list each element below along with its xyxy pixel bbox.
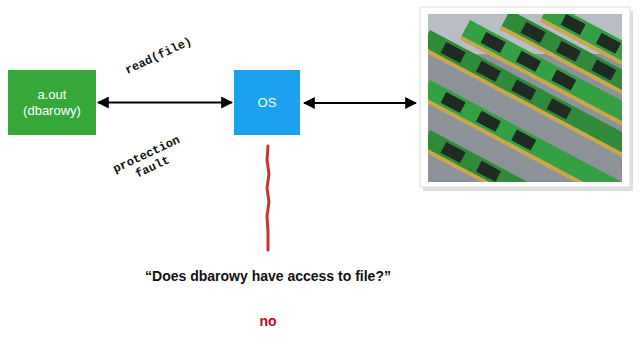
question-text: “Does dbarowy have access to file?”	[145, 268, 391, 284]
fault-label: protection fault	[103, 130, 196, 193]
os-box: OS	[234, 70, 300, 135]
edge-label: read(file)	[123, 35, 194, 78]
program-box: a.out (dbarowy)	[8, 70, 96, 135]
memory-arrow	[304, 102, 416, 104]
node-label: a.out (dbarowy)	[14, 87, 90, 118]
node-label: OS	[258, 95, 277, 111]
connector-arrow	[98, 102, 232, 104]
memory-photo	[420, 2, 642, 257]
check-line	[267, 146, 269, 250]
answer-text: no	[259, 313, 276, 329]
